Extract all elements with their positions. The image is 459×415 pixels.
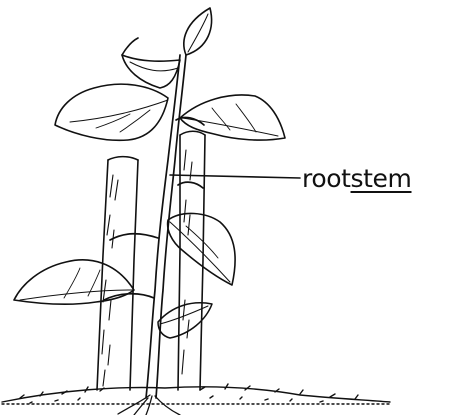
soil xyxy=(2,384,390,404)
top-leaf xyxy=(184,8,212,55)
upper-left-leaf xyxy=(122,38,180,88)
right-upper-leaf xyxy=(180,95,285,140)
left-lower-leaf xyxy=(14,260,134,304)
base-leaf xyxy=(158,303,212,338)
label-root-text: root xyxy=(302,164,351,193)
right-stake xyxy=(178,131,205,390)
label-pointer-line xyxy=(170,175,300,178)
root-stem-label: rootstem xyxy=(302,164,412,194)
right-heart-leaf xyxy=(168,213,235,285)
label-stem-text: stem xyxy=(351,164,412,193)
big-left-leaf xyxy=(55,84,168,140)
roots xyxy=(118,395,180,415)
left-stake xyxy=(97,157,138,390)
